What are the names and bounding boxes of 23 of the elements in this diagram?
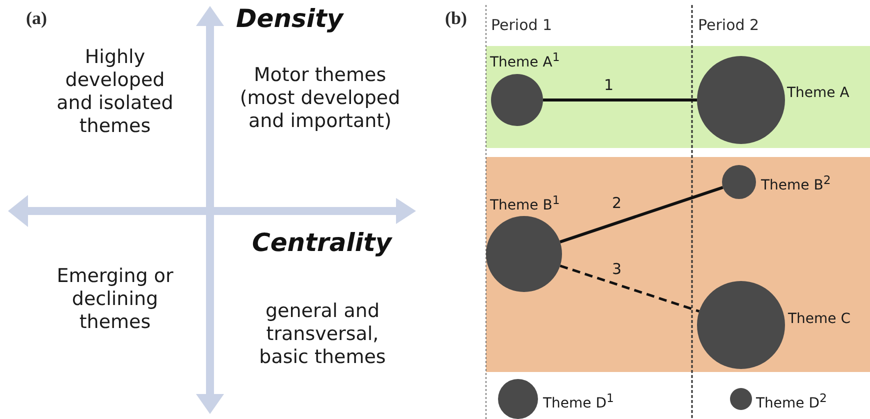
edge-label: 3 [612,262,622,276]
dashed-connector [560,264,700,312]
edge-label: 2 [612,196,622,210]
theme-label: Theme D$^{2}$ [756,391,827,411]
theme-label: Theme C [788,312,851,326]
period-label: Period 2 [698,16,760,34]
quadrant-label: Motor themes (most developed and important) [238,64,402,133]
panel-label: (b) [445,8,467,29]
axis-title: Centrality [252,228,392,257]
quadrant-label: Emerging or declining themes [56,265,174,334]
edge-label: 1 [604,78,614,92]
axis-title: Density [236,4,344,33]
period-label: Period 1 [491,16,552,34]
theme-label: Theme A [787,86,850,100]
panel-label: (a) [26,8,47,29]
quadrant-label: Highly developed and isolated themes [56,46,174,138]
quadrant-label: general and transversal, basic themes [258,300,387,369]
connector-line [543,98,697,102]
theme-label: Theme D$^{1}$ [543,391,614,411]
theme-label: Theme B$^{1}$ [490,193,560,213]
theme-label: Theme B$^{2}$ [761,173,831,193]
connector-line [560,186,724,244]
theme-label: Theme A$^{1}$ [490,50,560,70]
